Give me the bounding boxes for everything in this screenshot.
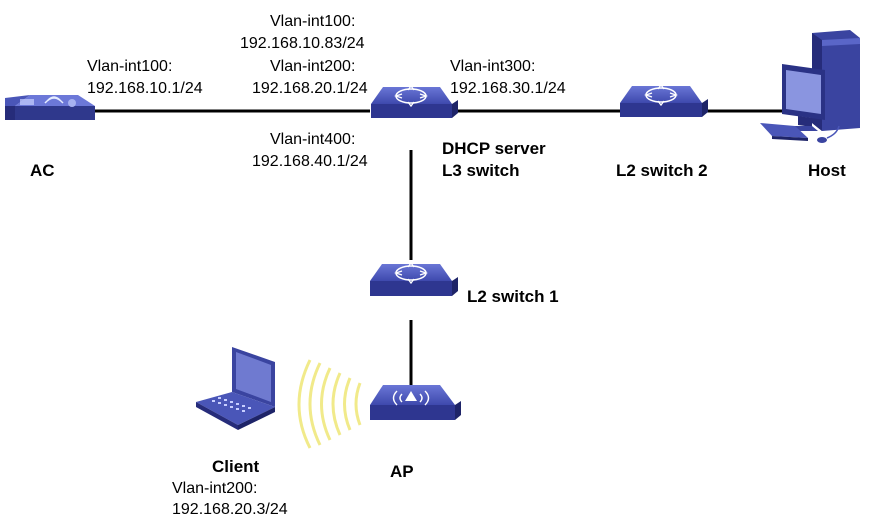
ac-label: AC (30, 161, 55, 180)
l2-switch-1-icon (370, 261, 458, 296)
client-vlan200-name: Vlan-int200: (172, 480, 258, 497)
l3-switch-label-line1: DHCP server (442, 139, 546, 158)
laptop-icon (196, 347, 275, 430)
wireless-signal-icon (297, 359, 362, 449)
l2-switch-2-label: L2 switch 2 (616, 161, 708, 180)
desktop-computer-icon (760, 30, 860, 143)
access-controller-icon (5, 95, 95, 120)
client-label: Client (212, 457, 260, 476)
ap-label: AP (390, 462, 414, 481)
ac-vlan100-name: Vlan-int100: (87, 58, 173, 75)
host-label: Host (808, 161, 846, 180)
links (95, 109, 800, 385)
l3-vlan300-ip: 192.168.30.1/24 (450, 80, 566, 97)
l3-vlan100-ip: 192.168.10.83/24 (240, 35, 365, 52)
l3-vlan300-name: Vlan-int300: (450, 58, 536, 75)
l3-vlan400-name: Vlan-int400: (270, 131, 356, 148)
l3-vlan200-name: Vlan-int200: (270, 58, 356, 75)
l3-vlan100-name: Vlan-int100: (270, 13, 356, 30)
l3-switch-icon (371, 84, 458, 118)
l3-vlan200-ip: 192.168.20.1/24 (252, 80, 368, 97)
ac-vlan100-ip: 192.168.10.1/24 (87, 80, 203, 97)
l2-switch-1-label: L2 switch 1 (467, 287, 559, 306)
client-vlan200-ip: 192.168.20.3/24 (172, 501, 288, 518)
access-point-icon (370, 385, 461, 420)
l3-vlan400-ip: 192.168.40.1/24 (252, 153, 368, 170)
l3-switch-label-line2: L3 switch (442, 161, 520, 180)
l2-switch-2-icon (620, 83, 708, 117)
